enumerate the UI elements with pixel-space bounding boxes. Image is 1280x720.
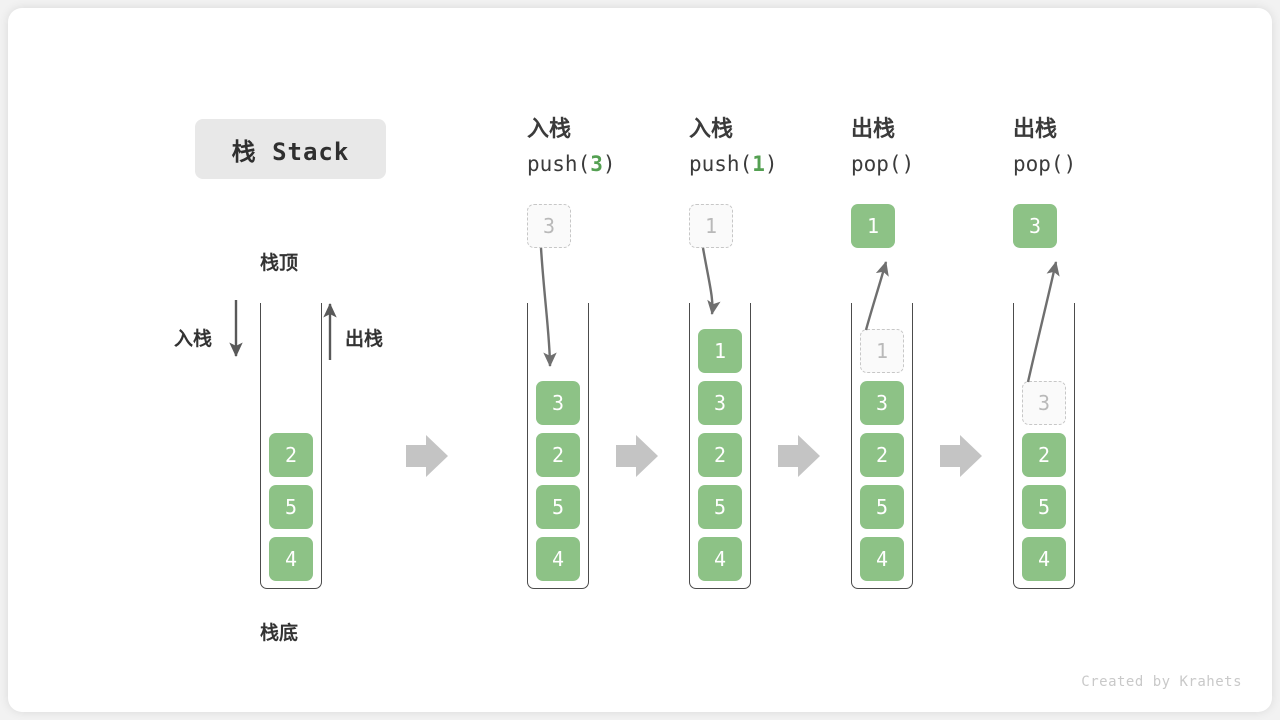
stack-cell: 3 xyxy=(860,381,904,425)
transition-arrow xyxy=(406,435,448,477)
stack-cell-ghost: 1 xyxy=(860,329,904,373)
call-suffix: ) xyxy=(602,152,616,176)
stack-container-initial xyxy=(260,303,322,589)
column-header-pop-3: 出栈 pop() xyxy=(1013,113,1076,181)
stack-cell: 5 xyxy=(269,485,313,529)
transition-arrow xyxy=(616,435,658,477)
stack-cell: 2 xyxy=(1022,433,1066,477)
outgoing-value-box: 1 xyxy=(851,204,895,248)
stack-cell: 3 xyxy=(536,381,580,425)
stack-container-push-1 xyxy=(689,303,751,589)
title-badge: 栈 Stack xyxy=(195,119,386,179)
stack-cell: 4 xyxy=(698,537,742,581)
stack-cell: 2 xyxy=(269,433,313,477)
column-call-label-pop-3: pop() xyxy=(1013,147,1076,181)
call-prefix: pop( xyxy=(851,152,902,176)
call-arg: 3 xyxy=(590,152,603,176)
column-op-label-push-1: 入栈 xyxy=(689,117,734,142)
call-arg: 1 xyxy=(752,152,765,176)
stack-cell-ghost: 3 xyxy=(1022,381,1066,425)
stack-cell: 3 xyxy=(698,381,742,425)
column-call-label-push-1: push(1) xyxy=(689,147,778,181)
stack-cell: 2 xyxy=(536,433,580,477)
stack-bottom-label: 栈底 xyxy=(260,622,299,644)
stack-container-pop-3 xyxy=(1013,303,1075,589)
call-suffix: ) xyxy=(1063,152,1077,176)
column-call-label-pop-1: pop() xyxy=(851,147,914,181)
stack-cell: 5 xyxy=(698,485,742,529)
column-header-push-3: 入栈 push(3) xyxy=(527,113,616,181)
stack-cell: 2 xyxy=(860,433,904,477)
column-call-label-push-3: push(3) xyxy=(527,147,616,181)
stack-container-push-3 xyxy=(527,303,589,589)
stack-cell: 5 xyxy=(1022,485,1066,529)
column-op-label-pop-3: 出栈 xyxy=(1013,117,1058,142)
incoming-value-box: 1 xyxy=(689,204,733,248)
title-badge-label: 栈 Stack xyxy=(231,137,350,166)
stack-top-label: 栈顶 xyxy=(260,252,299,274)
transition-arrow xyxy=(778,435,820,477)
arrow-overlay xyxy=(229,247,1060,477)
call-prefix: push( xyxy=(527,152,591,176)
stack-container-pop-1 xyxy=(851,303,913,589)
column-op-label-pop-1: 出栈 xyxy=(851,117,896,142)
stack-cell: 4 xyxy=(1022,537,1066,581)
diagram-canvas: 栈 Stack 入栈 push(3) 入栈 push(1) 出栈 pop() 出… xyxy=(8,8,1272,712)
stack-cell: 4 xyxy=(536,537,580,581)
incoming-value-box: 3 xyxy=(527,204,571,248)
stack-cell: 1 xyxy=(698,329,742,373)
push-side-label: 入栈 xyxy=(174,328,213,350)
watermark: Created by Krahets xyxy=(1081,674,1242,690)
column-header-push-1: 入栈 push(1) xyxy=(689,113,778,181)
stack-cell: 5 xyxy=(860,485,904,529)
call-suffix: ) xyxy=(901,152,915,176)
stack-cell: 4 xyxy=(269,537,313,581)
outgoing-value-box: 3 xyxy=(1013,204,1057,248)
transition-arrow xyxy=(940,435,982,477)
stack-cell: 5 xyxy=(536,485,580,529)
call-suffix: ) xyxy=(764,152,778,176)
call-prefix: pop( xyxy=(1013,152,1064,176)
column-op-label-push-3: 入栈 xyxy=(527,117,572,142)
call-prefix: push( xyxy=(689,152,753,176)
stack-cell: 2 xyxy=(698,433,742,477)
stack-cell: 4 xyxy=(860,537,904,581)
column-header-pop-1: 出栈 pop() xyxy=(851,113,914,181)
pop-side-label: 出栈 xyxy=(345,328,384,350)
